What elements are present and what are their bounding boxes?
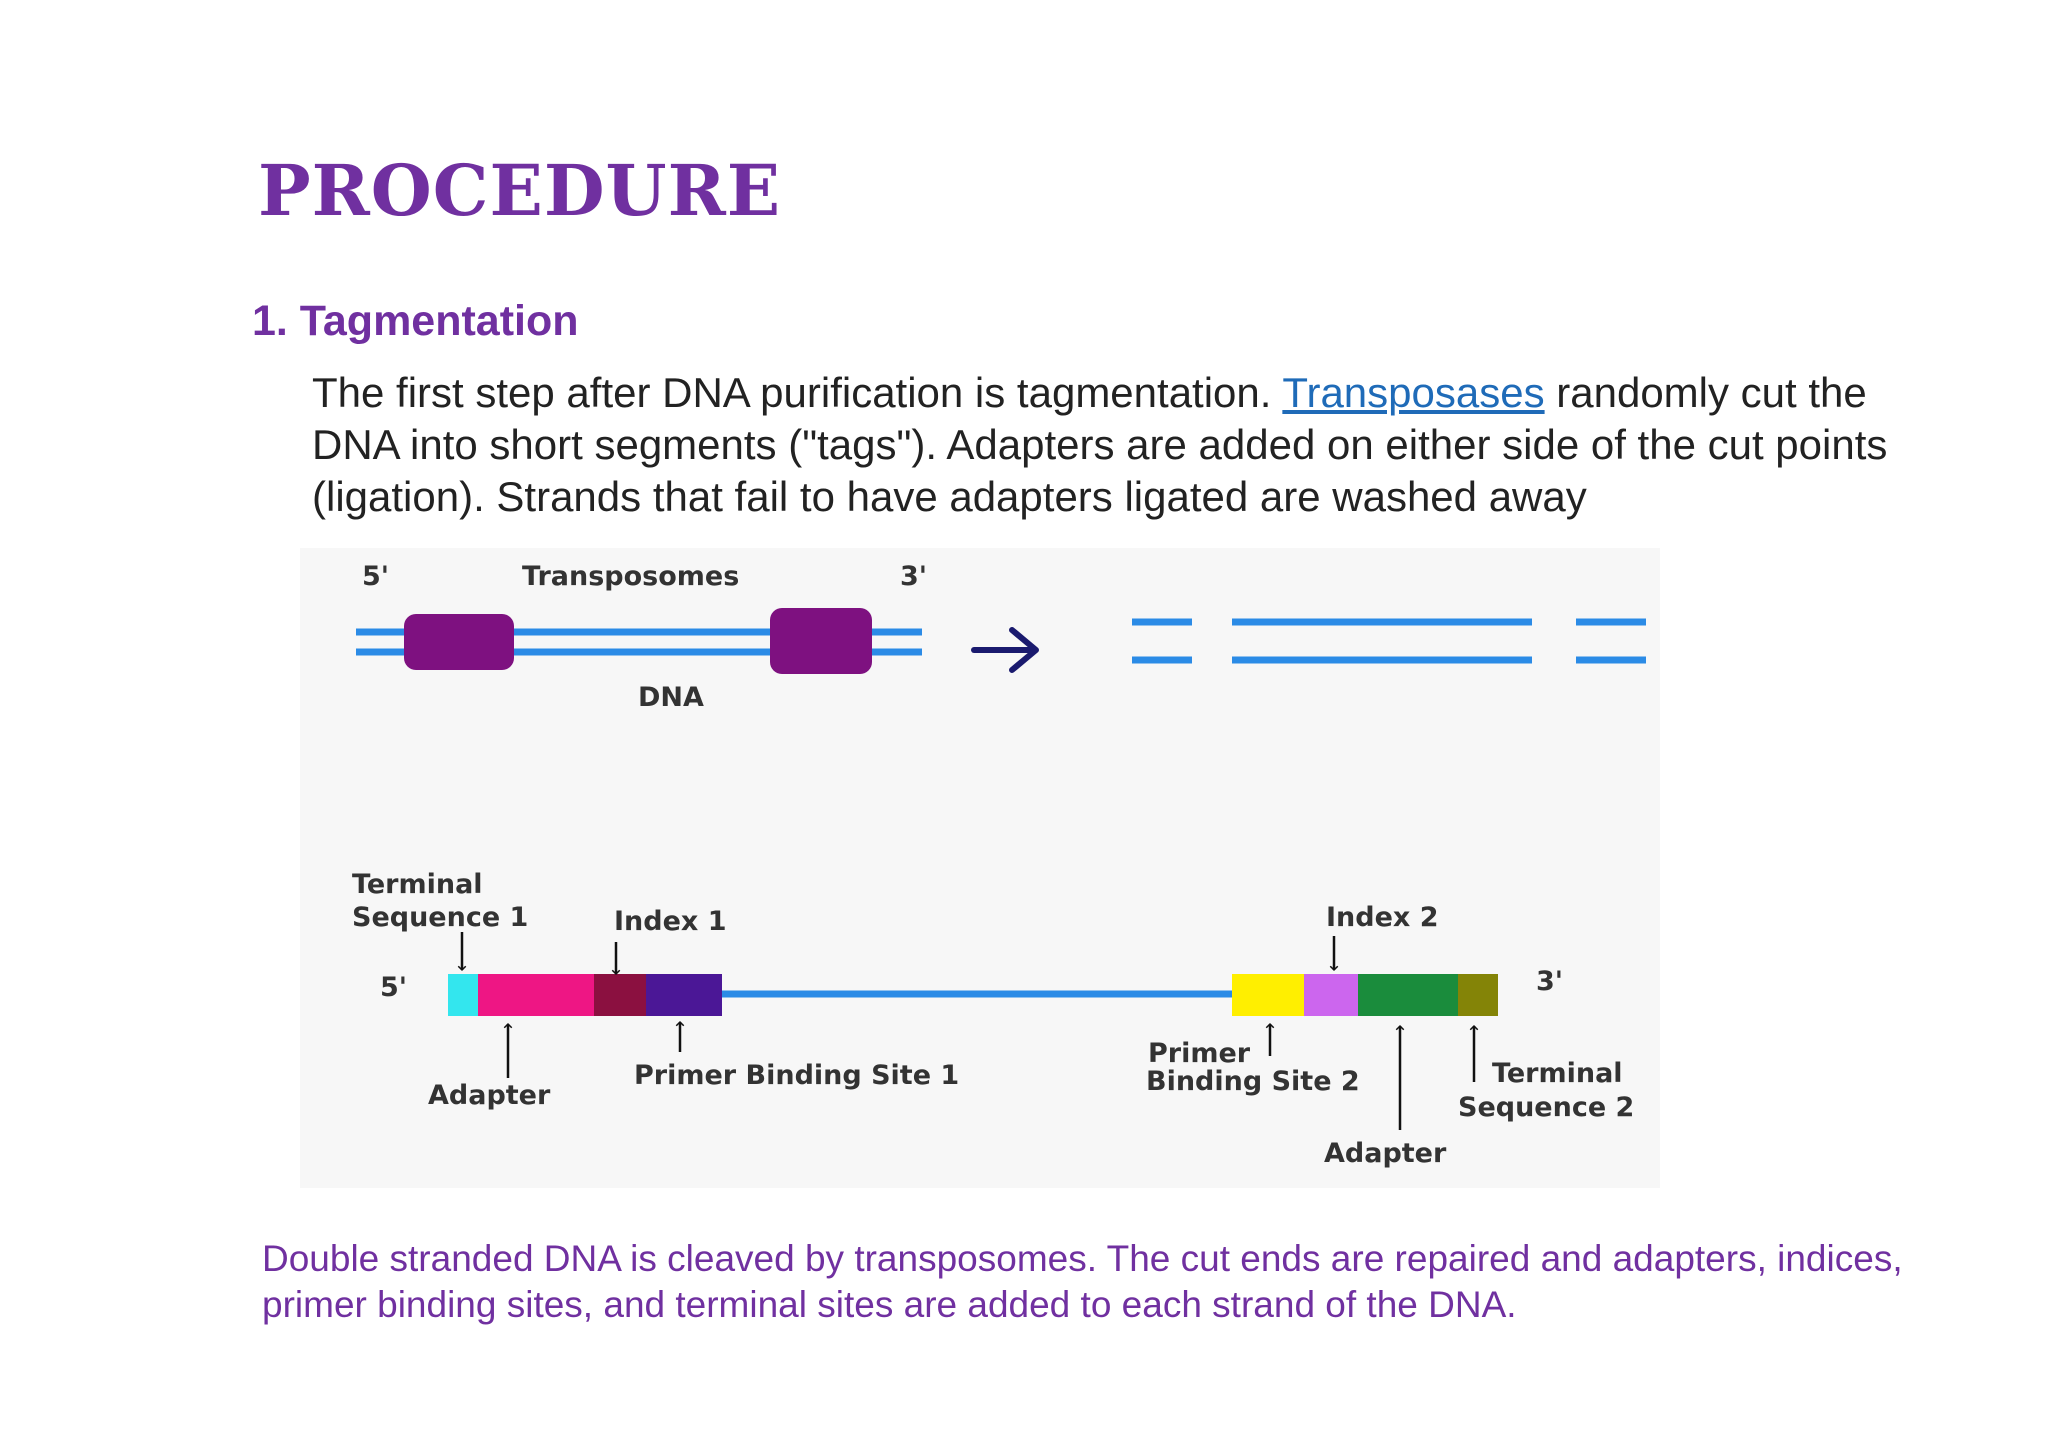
terminal-sequence-1-label-line2: Sequence 1 [352, 902, 528, 933]
primer-binding-site-2-label-line2: Binding Site 2 [1146, 1066, 1360, 1097]
step-text-after-link: randomly cut the DNA into short segments… [312, 369, 1888, 520]
adapter-1-block [478, 974, 594, 1016]
top-5prime-label: 5' [362, 561, 389, 592]
index-1-block [594, 974, 646, 1016]
top-3prime-label: 3' [900, 561, 927, 592]
index-2-block [1304, 974, 1358, 1016]
figure-caption: Double stranded DNA is cleaved by transp… [262, 1238, 1903, 1325]
terminal-sequence-2-label-line2: Sequence 2 [1458, 1092, 1634, 1123]
primer-binding-site-2-label-line1: Primer [1148, 1038, 1251, 1069]
adapter-right-label: Adapter [1324, 1138, 1447, 1169]
terminal-sequence-2-block [1458, 974, 1498, 1016]
step-text-before-link: The first step after DNA purification is… [312, 369, 1283, 416]
primer-site-1-block [646, 974, 722, 1016]
transposome-right [770, 608, 872, 674]
transposases-link[interactable]: Transposases [1282, 369, 1545, 416]
primer-binding-site-1-label: Primer Binding Site 1 [634, 1060, 959, 1091]
dna-label: DNA [638, 682, 704, 713]
transposomes-label: Transposomes [522, 561, 739, 592]
adapter-left-label: Adapter [428, 1080, 551, 1111]
transposome-left [404, 614, 514, 670]
bottom-panel: Terminal Sequence 1 Index 1 Index 2 5' 3… [352, 869, 1634, 1169]
index-2-label: Index 2 [1326, 902, 1439, 933]
primer-site-2-block [1232, 974, 1304, 1016]
bottom-5prime-label: 5' [380, 972, 407, 1003]
terminal-sequence-1-label-line1: Terminal [352, 869, 483, 900]
index-1-label: Index 1 [614, 906, 727, 937]
terminal-sequence-1-block [448, 974, 478, 1016]
step-heading: 1. Tagmentation [252, 297, 579, 345]
step-description: The first step after DNA purification is… [312, 367, 1912, 523]
page-title: PROCEDURE [258, 149, 782, 232]
terminal-sequence-2-label-line1: Terminal [1492, 1058, 1623, 1089]
bottom-3prime-label: 3' [1536, 966, 1563, 997]
top-panel: 5' Transposomes 3' DNA [356, 561, 1646, 713]
adapter-2-block [1358, 974, 1458, 1016]
right-arrow-icon [971, 627, 1039, 673]
